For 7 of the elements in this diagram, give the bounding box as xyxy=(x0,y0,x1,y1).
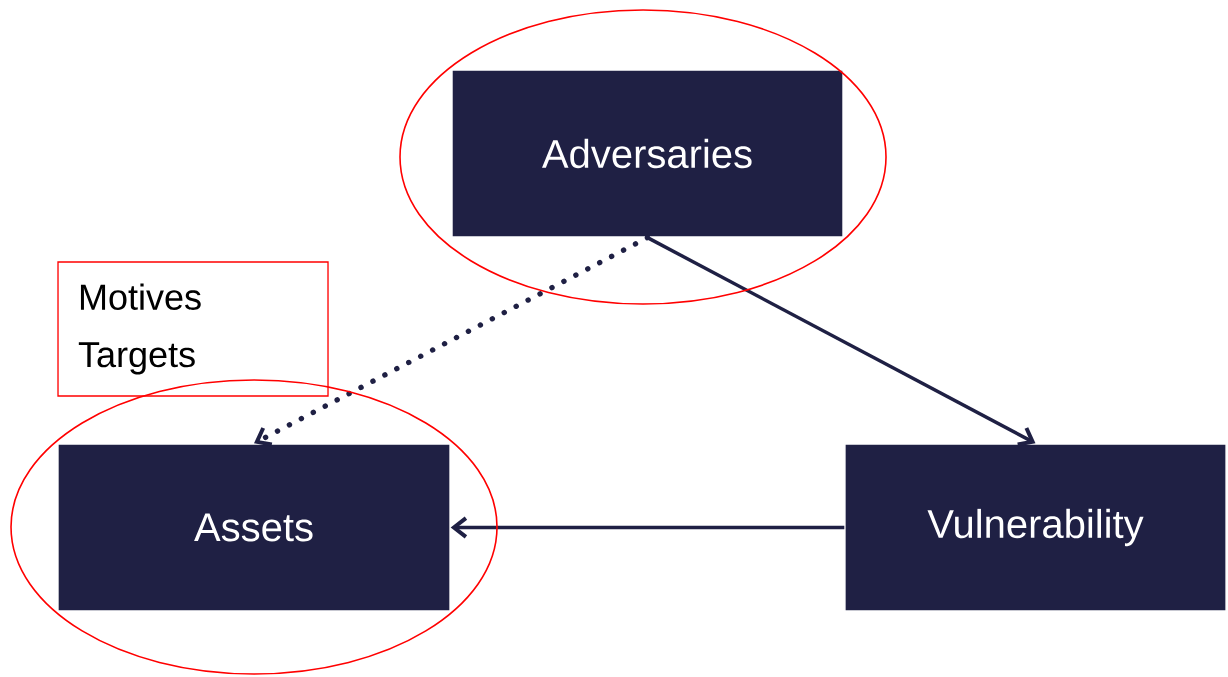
arrow xyxy=(646,236,1036,447)
process-box: Vulnerability xyxy=(844,443,1227,612)
process-box: Assets xyxy=(57,443,451,612)
note-box: Motives Targets xyxy=(57,261,329,397)
arrow xyxy=(254,234,651,447)
arrow xyxy=(450,516,845,539)
process-box: Adversaries xyxy=(451,69,844,238)
